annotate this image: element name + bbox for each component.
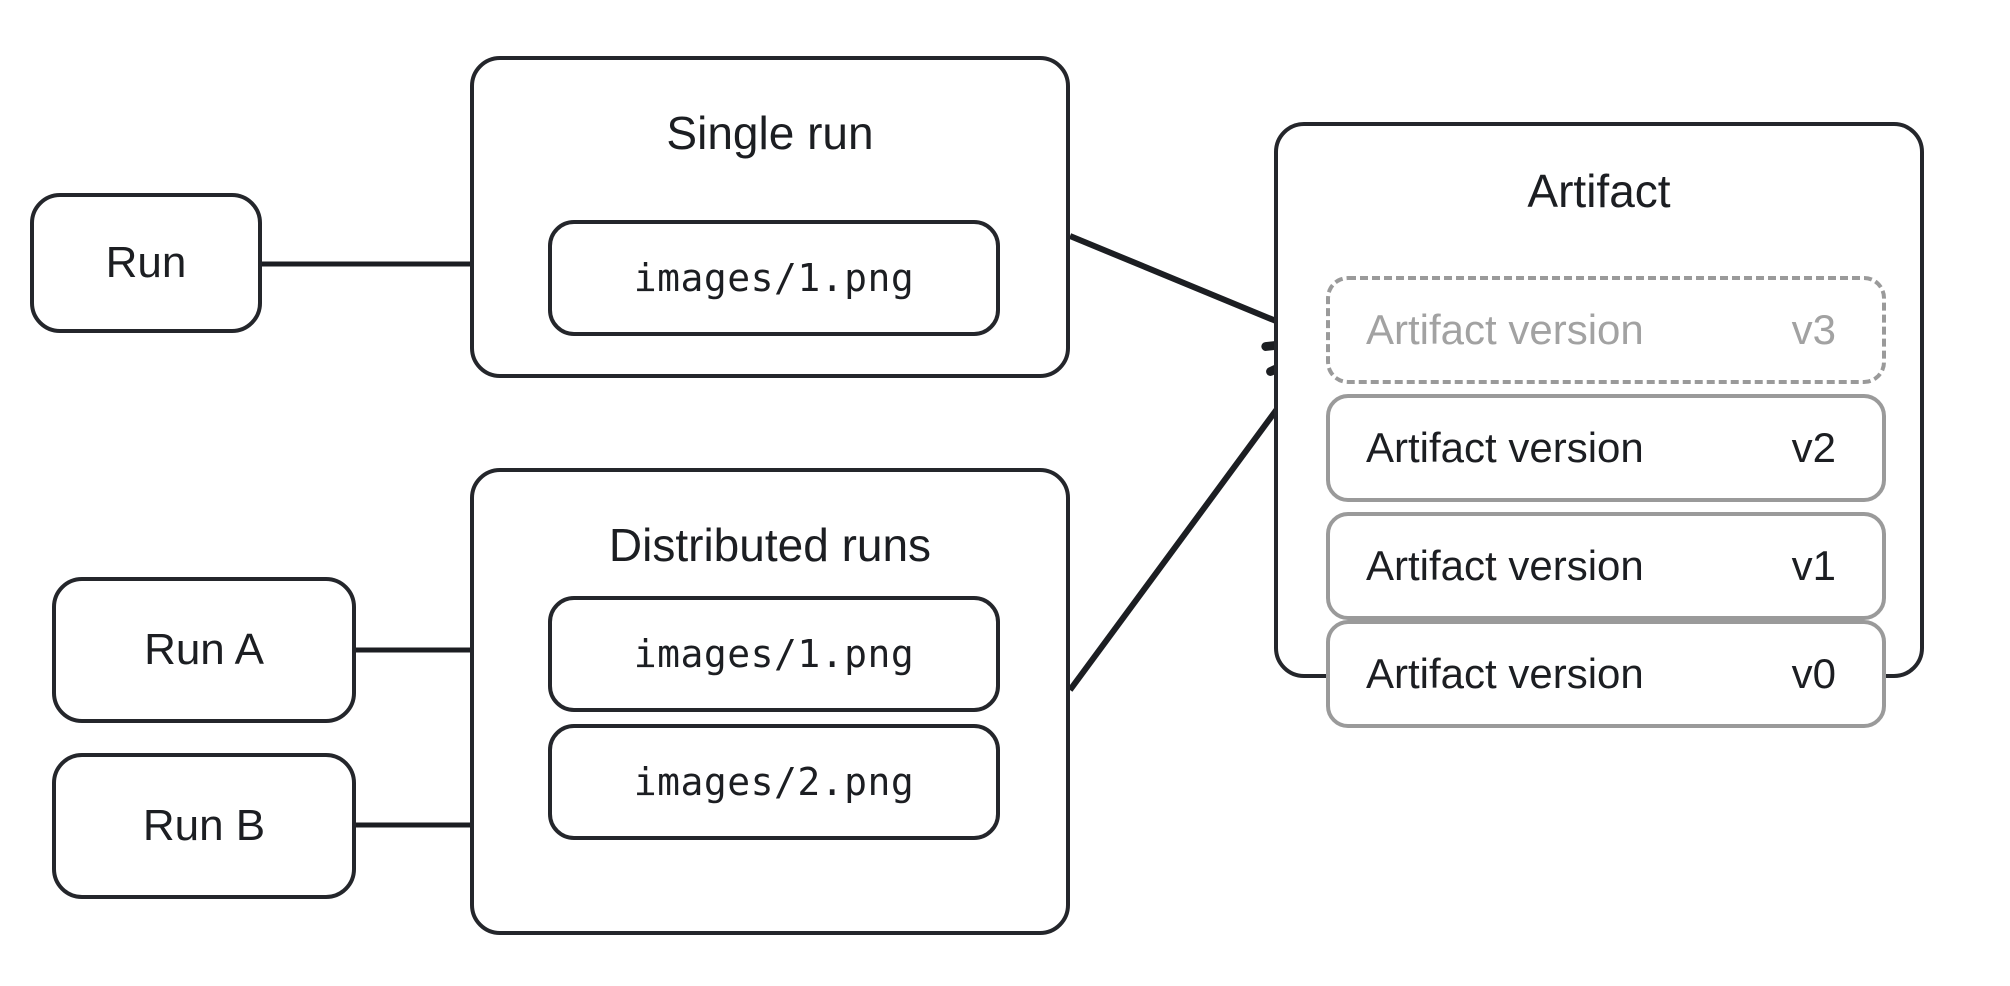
- artifact-panel-title: Artifact: [1527, 165, 1671, 217]
- artifact-version-name: Artifact version: [1366, 306, 1644, 353]
- artifact-version-name: Artifact version: [1366, 650, 1644, 697]
- single-run-group: Single run images/1.png: [470, 56, 1070, 378]
- artifact-version-tag: v0: [1791, 650, 1836, 697]
- artifact-version-row-v1[interactable]: Artifact version v1: [1326, 512, 1886, 620]
- artifact-version-name: Artifact version: [1366, 542, 1644, 589]
- file-chip-images-1-png-distributed[interactable]: images/1.png: [548, 596, 1000, 712]
- run-a-node-label: Run A: [144, 625, 264, 674]
- artifact-version-tag: v2: [1791, 424, 1836, 471]
- artifact-version-name: Artifact version: [1366, 424, 1644, 471]
- run-node[interactable]: Run: [30, 193, 262, 333]
- file-chip-images-2-png-distributed[interactable]: images/2.png: [548, 724, 1000, 840]
- artifact-version-row-v3[interactable]: Artifact version v3: [1326, 276, 1886, 384]
- file-chip-label: images/2.png: [633, 760, 915, 804]
- run-a-node[interactable]: Run A: [52, 577, 356, 723]
- file-chip-images-1-png-single[interactable]: images/1.png: [548, 220, 1000, 336]
- artifact-version-row-v0[interactable]: Artifact version v0: [1326, 620, 1886, 728]
- run-b-node-label: Run B: [142, 801, 266, 850]
- artifact-panel: Artifact Artifact version v3 Artifact ve…: [1274, 122, 1924, 728]
- single-run-group-title: Single run: [666, 107, 874, 159]
- artifact-version-tag: v3: [1791, 306, 1836, 353]
- artifact-version-tag: v1: [1791, 542, 1836, 589]
- file-chip-label: images/1.png: [633, 256, 915, 300]
- distributed-runs-group-title: Distributed runs: [608, 519, 932, 571]
- run-node-label: Run: [105, 238, 187, 287]
- artifact-version-row-v2[interactable]: Artifact version v2: [1326, 394, 1886, 502]
- distributed-runs-group: Distributed runs images/1.png images/2.p…: [470, 468, 1070, 935]
- file-chip-label: images/1.png: [633, 632, 915, 676]
- run-b-node[interactable]: Run B: [52, 753, 356, 899]
